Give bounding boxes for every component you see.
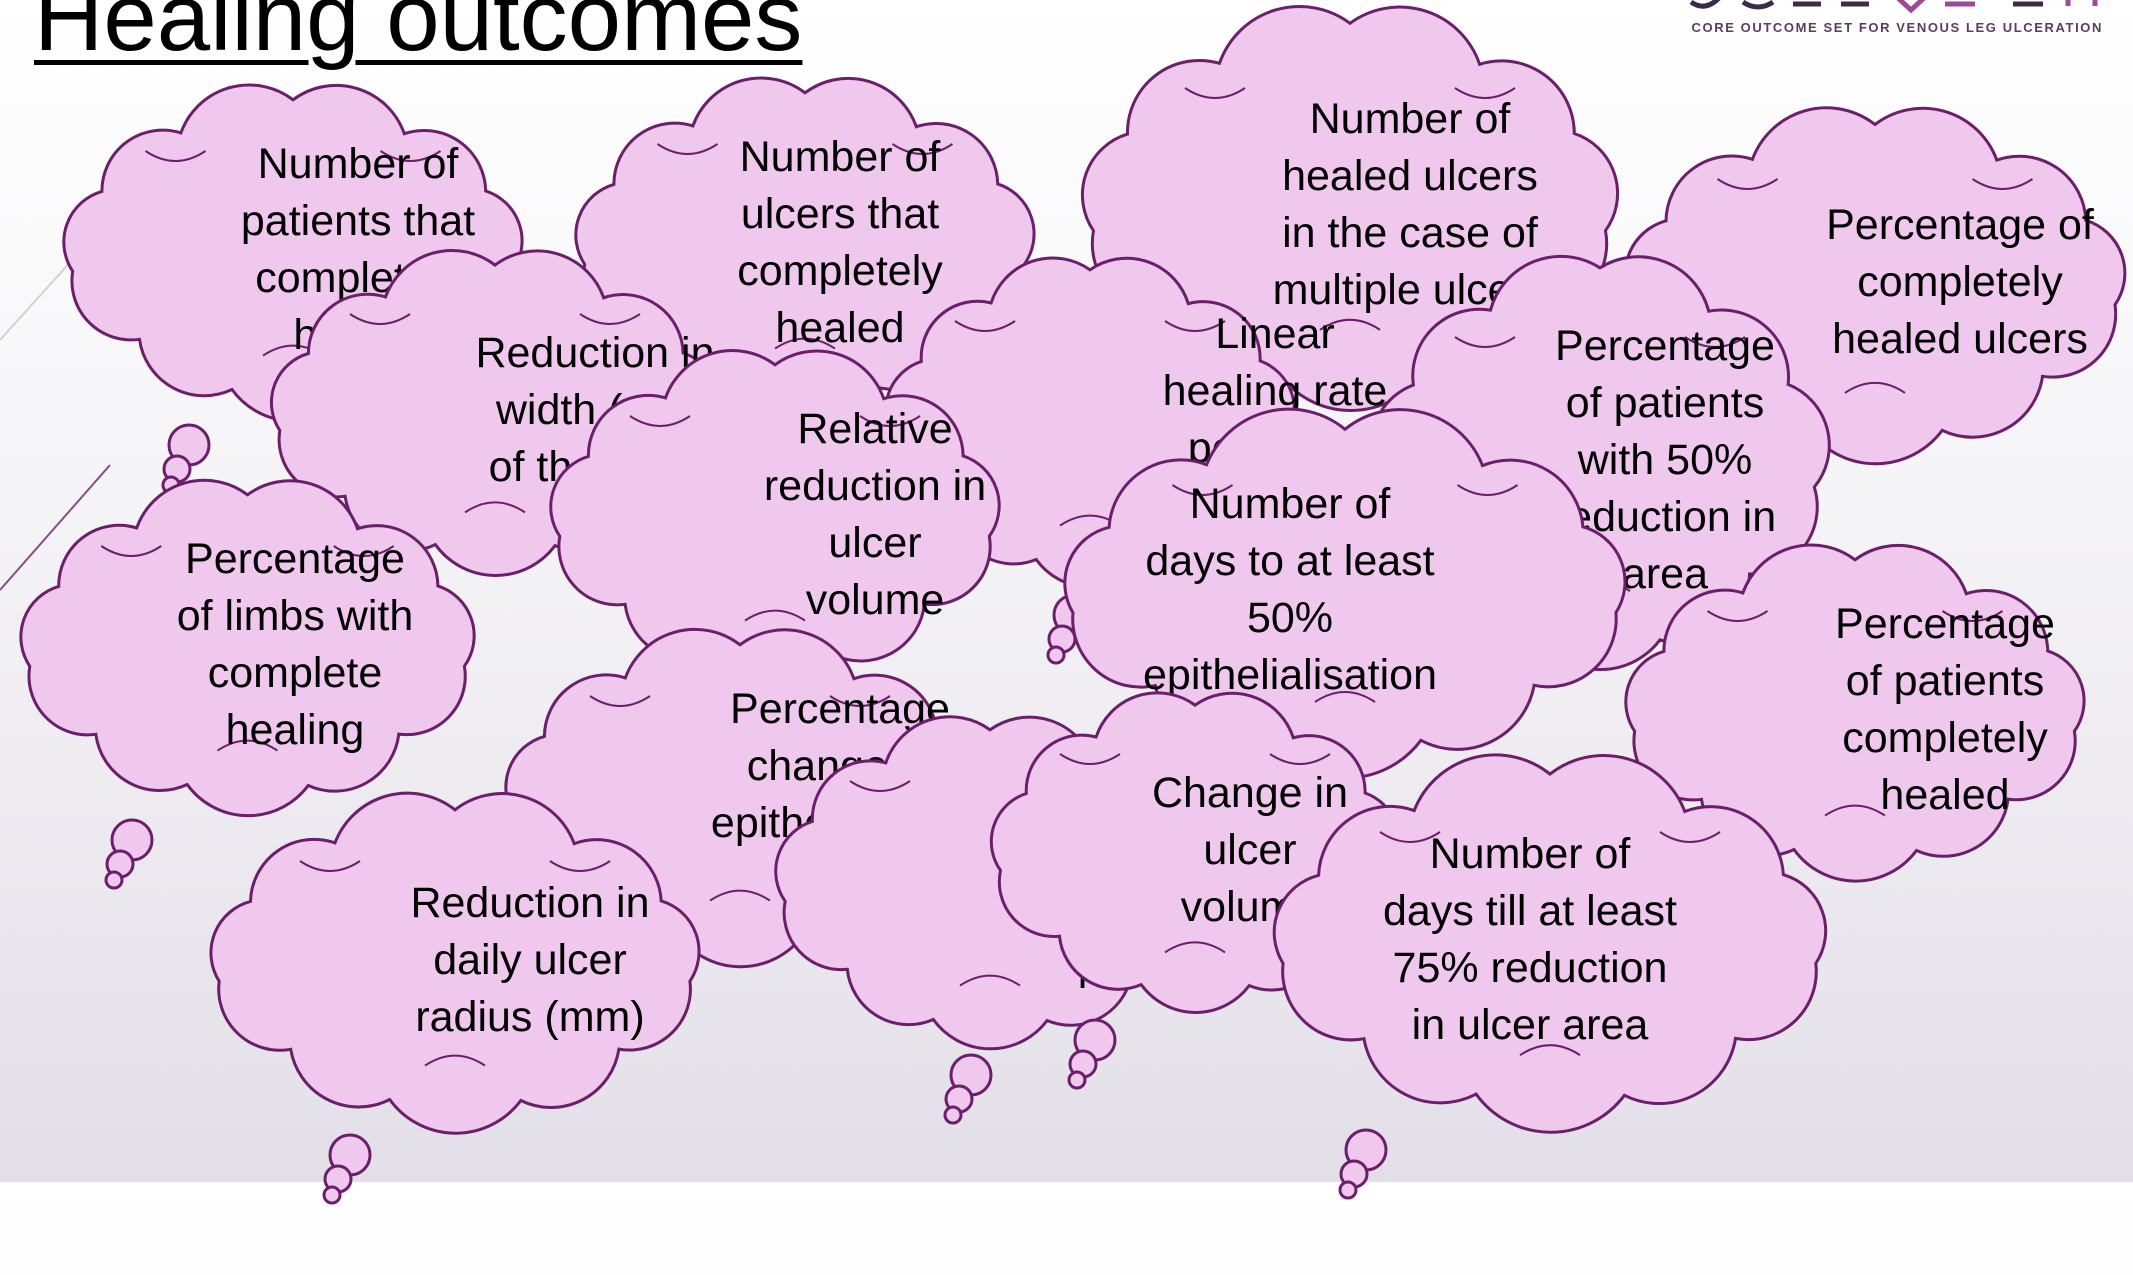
cloud-label: Number of ulcers that completely healed bbox=[737, 133, 943, 352]
cloud-label: Percentage of completely healed ulcers bbox=[1826, 201, 2094, 363]
thought-cloud-percentage-limbs-complete-healing: Percentage of limbs with complete healin… bbox=[15, 478, 480, 890]
slide-title: Healing outcomes bbox=[34, 0, 803, 71]
thought-cloud-days-75-reduction: Number of days till at least 75% reducti… bbox=[1270, 753, 1830, 1200]
cloud-label: Number of days till at least 75% reducti… bbox=[1383, 830, 1677, 1049]
cloud-shape bbox=[1272, 753, 1828, 1200]
cloud-shape bbox=[209, 791, 701, 1205]
logo-tagline: CORE OUTCOME SET FOR VENOUS LEG ULCERATI… bbox=[1691, 20, 2103, 35]
thought-cloud-days-50-epithelialisation: Number of days to at least 50% epithelia… bbox=[1060, 407, 1630, 845]
thought-bubble-dot bbox=[1067, 1070, 1087, 1090]
thought-cloud-percentage-patients-completely-healed: Percentage of patients completely healed bbox=[1620, 543, 2090, 955]
thought-bubble-dot bbox=[1046, 645, 1066, 665]
thought-cloud-reduction-daily-radius: Reduction in daily ulcer radius (mm) bbox=[205, 791, 705, 1205]
coreven-logo bbox=[1689, 0, 2098, 14]
thought-bubble-dot bbox=[322, 1185, 342, 1205]
cloud-label: Number of days to at least 50% epithelia… bbox=[1142, 480, 1438, 699]
thought-cloud-relative-reduction-volume: Relative reduction in ulcer volume bbox=[545, 349, 1005, 760]
cloud-label: Percentage of patients completely healed bbox=[1835, 600, 2055, 819]
thought-cloud-ulcers-completely-healed: Number of ulcers that completely healed bbox=[570, 76, 1040, 488]
cloud-shape bbox=[19, 478, 476, 890]
cloud-label: Percentage of patients with 50% reductio… bbox=[1553, 321, 1777, 598]
cloud-label: Reduction in daily ulcer radius (mm) bbox=[410, 878, 650, 1041]
cloud-label: Percentage of limbs with complete healin… bbox=[176, 535, 414, 754]
thought-bubble-dot bbox=[1338, 1180, 1358, 1200]
cloud-label: Relative reduction in ulcer volume bbox=[763, 405, 987, 624]
thought-bubble-dot bbox=[943, 1105, 963, 1125]
thought-bubble-dot bbox=[104, 870, 124, 890]
